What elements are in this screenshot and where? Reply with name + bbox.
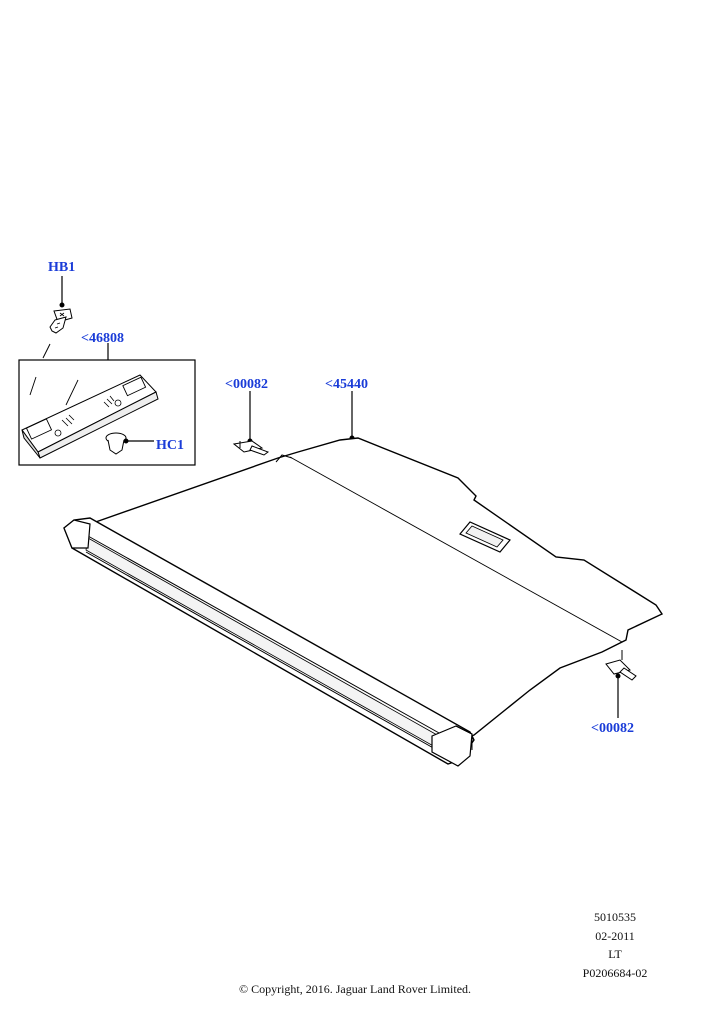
bracket-00082-top [232,391,270,456]
callout-hb1: HB1 [48,260,75,275]
reference-block: 5010535 02-2011 LT P0206684-02 [568,908,662,982]
callout-45440: <45440 [325,377,368,392]
callout-46808: <46808 [81,331,124,346]
screw-hb1 [49,276,73,334]
bracket-00082-bottom [605,650,637,718]
clip-hc1 [105,432,154,455]
reference-code: LT [608,947,622,962]
callout-00082-bottom: <00082 [591,721,634,736]
reference-number: 5010535 [594,910,636,924]
callout-hc1: HC1 [156,438,184,453]
illustration-id: P0206684-02 [582,965,648,980]
reference-date: 02-2011 [595,928,635,943]
copyright-notice: © Copyright, 2016. Jaguar Land Rover Lim… [238,982,472,996]
load-space-cover-45440 [63,391,664,767]
callout-00082-top: <00082 [225,377,268,392]
inset-46808 [18,343,196,466]
